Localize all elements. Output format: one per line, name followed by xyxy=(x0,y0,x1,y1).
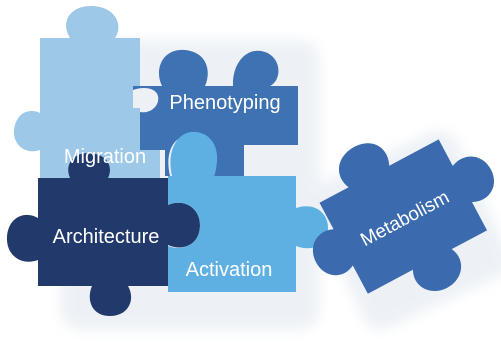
puzzle-piece-phenotyping xyxy=(133,49,298,176)
label-migration: Migration xyxy=(64,146,146,168)
puzzle-piece-migration xyxy=(13,5,160,179)
label-phenotyping: Phenotyping xyxy=(169,92,280,114)
label-activation: Activation xyxy=(186,259,273,281)
puzzle-piece-metabolism xyxy=(312,139,495,294)
puzzle-piece-activation xyxy=(168,131,328,292)
puzzle-piece-metabolism-group: Metabolism xyxy=(312,139,495,294)
puzzle-piece-architecture xyxy=(6,152,200,316)
label-architecture: Architecture xyxy=(53,226,160,248)
